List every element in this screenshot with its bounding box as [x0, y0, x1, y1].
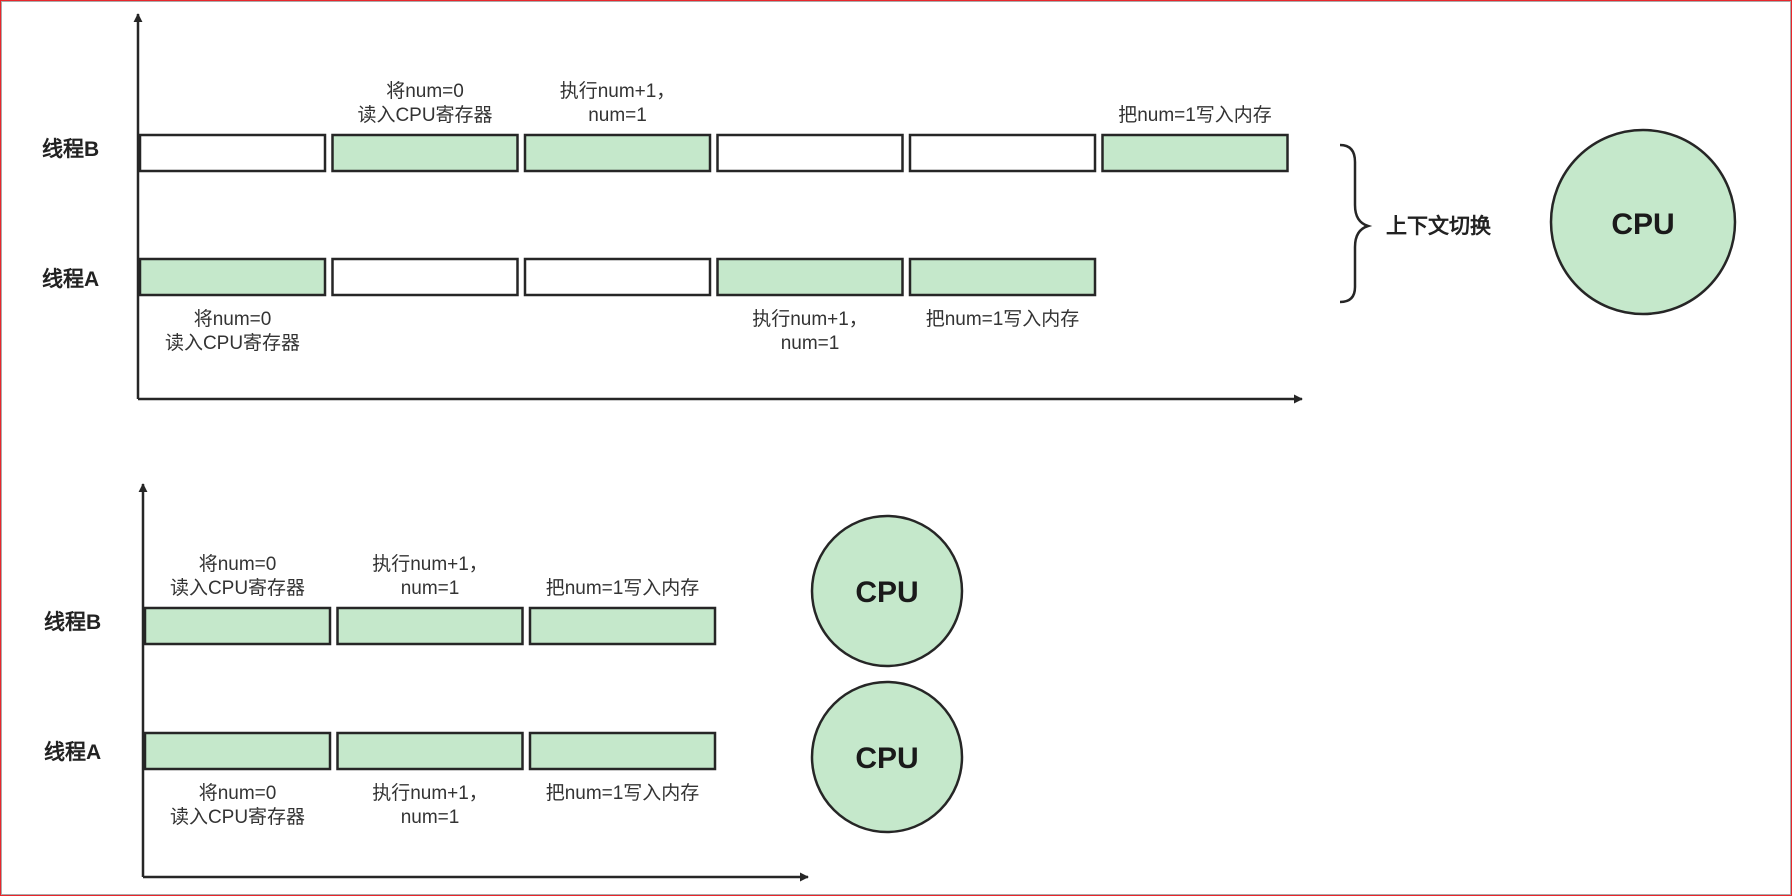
segment-label: 把num=1写入内存 [546, 782, 700, 804]
active-segment [336, 731, 524, 771]
bottom-cpu-a-circle [810, 680, 964, 834]
segment-label: 将num=0 [199, 553, 277, 575]
bottom-cpu-b-label: CPU [855, 576, 918, 609]
segment-label: 读入CPU寄存器 [170, 577, 305, 599]
segment-label: 执行num+1， [372, 553, 488, 575]
segment-label: 把num=1写入内存 [926, 308, 1080, 330]
idle-segment [523, 257, 712, 297]
active-segment [523, 133, 712, 173]
segment-label: 将num=0 [199, 782, 277, 804]
segment-label: num=1 [588, 105, 647, 126]
context-switch-brace [1339, 143, 1373, 304]
segment-label: 读入CPU寄存器 [165, 332, 300, 354]
idle-segment [716, 133, 904, 173]
segment-label: 读入CPU寄存器 [357, 104, 492, 126]
active-segment [528, 731, 717, 771]
segment-label: 把num=1写入内存 [1118, 104, 1272, 126]
segment-label: num=1 [401, 807, 460, 828]
context-switch-label: 上下文切换 [1386, 214, 1492, 238]
active-segment [138, 257, 327, 297]
top-cpu-circle [1549, 128, 1737, 316]
segment-label: num=1 [401, 578, 460, 599]
bottom-thread-b-label: 线程B [44, 610, 101, 634]
active-segment [528, 606, 717, 646]
idle-segment [138, 133, 327, 173]
bottom-cpu-a-label: CPU [855, 742, 918, 775]
segment-label: 将num=0 [386, 80, 464, 102]
segment-label: 将num=0 [194, 308, 272, 330]
active-segment [908, 257, 1097, 297]
segment-label: 把num=1写入内存 [546, 577, 700, 599]
top-thread-a-label: 线程A [42, 267, 99, 291]
bottom-cpu-b-circle [810, 514, 964, 668]
segment-label: 执行num+1， [372, 782, 488, 804]
idle-segment [331, 257, 519, 297]
active-segment [716, 257, 904, 297]
idle-segment [908, 133, 1097, 173]
active-segment [143, 606, 332, 646]
segment-label: 读入CPU寄存器 [170, 806, 305, 828]
top-cpu-label: CPU [1611, 208, 1674, 241]
top-thread-b-label: 线程B [42, 137, 99, 161]
active-segment [1101, 133, 1289, 173]
segment-label: 执行num+1， [752, 308, 868, 330]
active-segment [143, 731, 332, 771]
segment-label: 执行num+1， [560, 80, 676, 102]
active-segment [336, 606, 524, 646]
bottom-thread-a-label: 线程A [44, 740, 101, 764]
active-segment [331, 133, 519, 173]
segment-label: num=1 [781, 333, 840, 354]
